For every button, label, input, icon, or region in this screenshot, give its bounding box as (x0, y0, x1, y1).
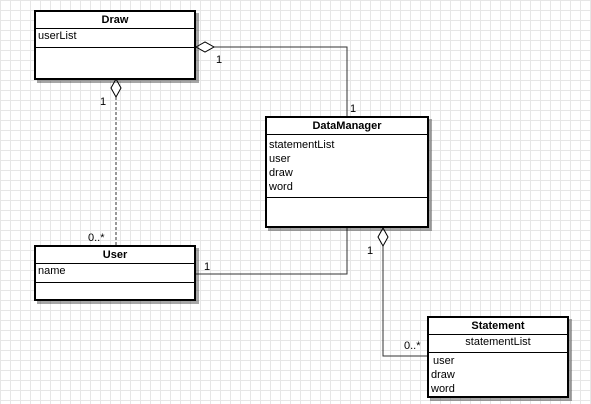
association-user-datamanager (196, 228, 348, 275)
attribute-word: word (431, 383, 455, 395)
class-datamanager-operations (267, 198, 427, 226)
multiplicity-draw-to-user: 1 (100, 96, 106, 108)
class-draw[interactable]: Draw userList (34, 10, 196, 80)
aggregation-diamond-draw (194, 41, 216, 53)
association-datamanager-statement (382, 246, 429, 357)
multiplicity-manager-to-draw: 1 (350, 103, 356, 115)
class-statement-attribute-header: statementList (429, 335, 567, 353)
class-user-attributes: name (36, 264, 194, 283)
class-user-operations (36, 283, 194, 299)
class-statement-attributes: user draw word (429, 353, 567, 396)
attribute-name: name (38, 265, 66, 277)
class-user-name: User (36, 247, 194, 264)
class-draw-name: Draw (36, 12, 194, 29)
class-datamanager[interactable]: DataManager statementList user draw word (265, 116, 429, 228)
class-user[interactable]: User name (34, 245, 196, 301)
class-statement-name: Statement (429, 318, 567, 335)
multiplicity-user-to-draw: 0..* (88, 232, 105, 244)
multiplicity-statement-to-manager: 0..* (404, 340, 421, 352)
aggregation-diamond-datamanager (377, 226, 389, 248)
attribute-draw: draw (431, 369, 455, 381)
class-datamanager-name: DataManager (267, 118, 427, 135)
multiplicity-manager-to-statement: 1 (367, 245, 373, 257)
class-datamanager-attributes: statementList user draw word (267, 135, 427, 198)
attribute-statementlist: statementList (269, 139, 335, 151)
class-statement[interactable]: Statement statementList user draw word (427, 316, 569, 398)
class-draw-attributes: userList (36, 29, 194, 48)
attribute-user: user (269, 153, 291, 165)
attribute-user: user (433, 355, 455, 367)
attribute-statementlist: statementList (465, 336, 531, 348)
multiplicity-draw-to-manager: 1 (216, 54, 222, 66)
aggregation-diamond-draw-user (110, 77, 122, 99)
association-draw-datamanager (214, 46, 348, 116)
class-draw-operations (36, 48, 194, 78)
multiplicity-user-to-manager: 1 (204, 261, 210, 273)
attribute-userlist: userList (38, 30, 77, 42)
attribute-draw: draw (269, 167, 293, 179)
attribute-word: word (269, 181, 293, 193)
